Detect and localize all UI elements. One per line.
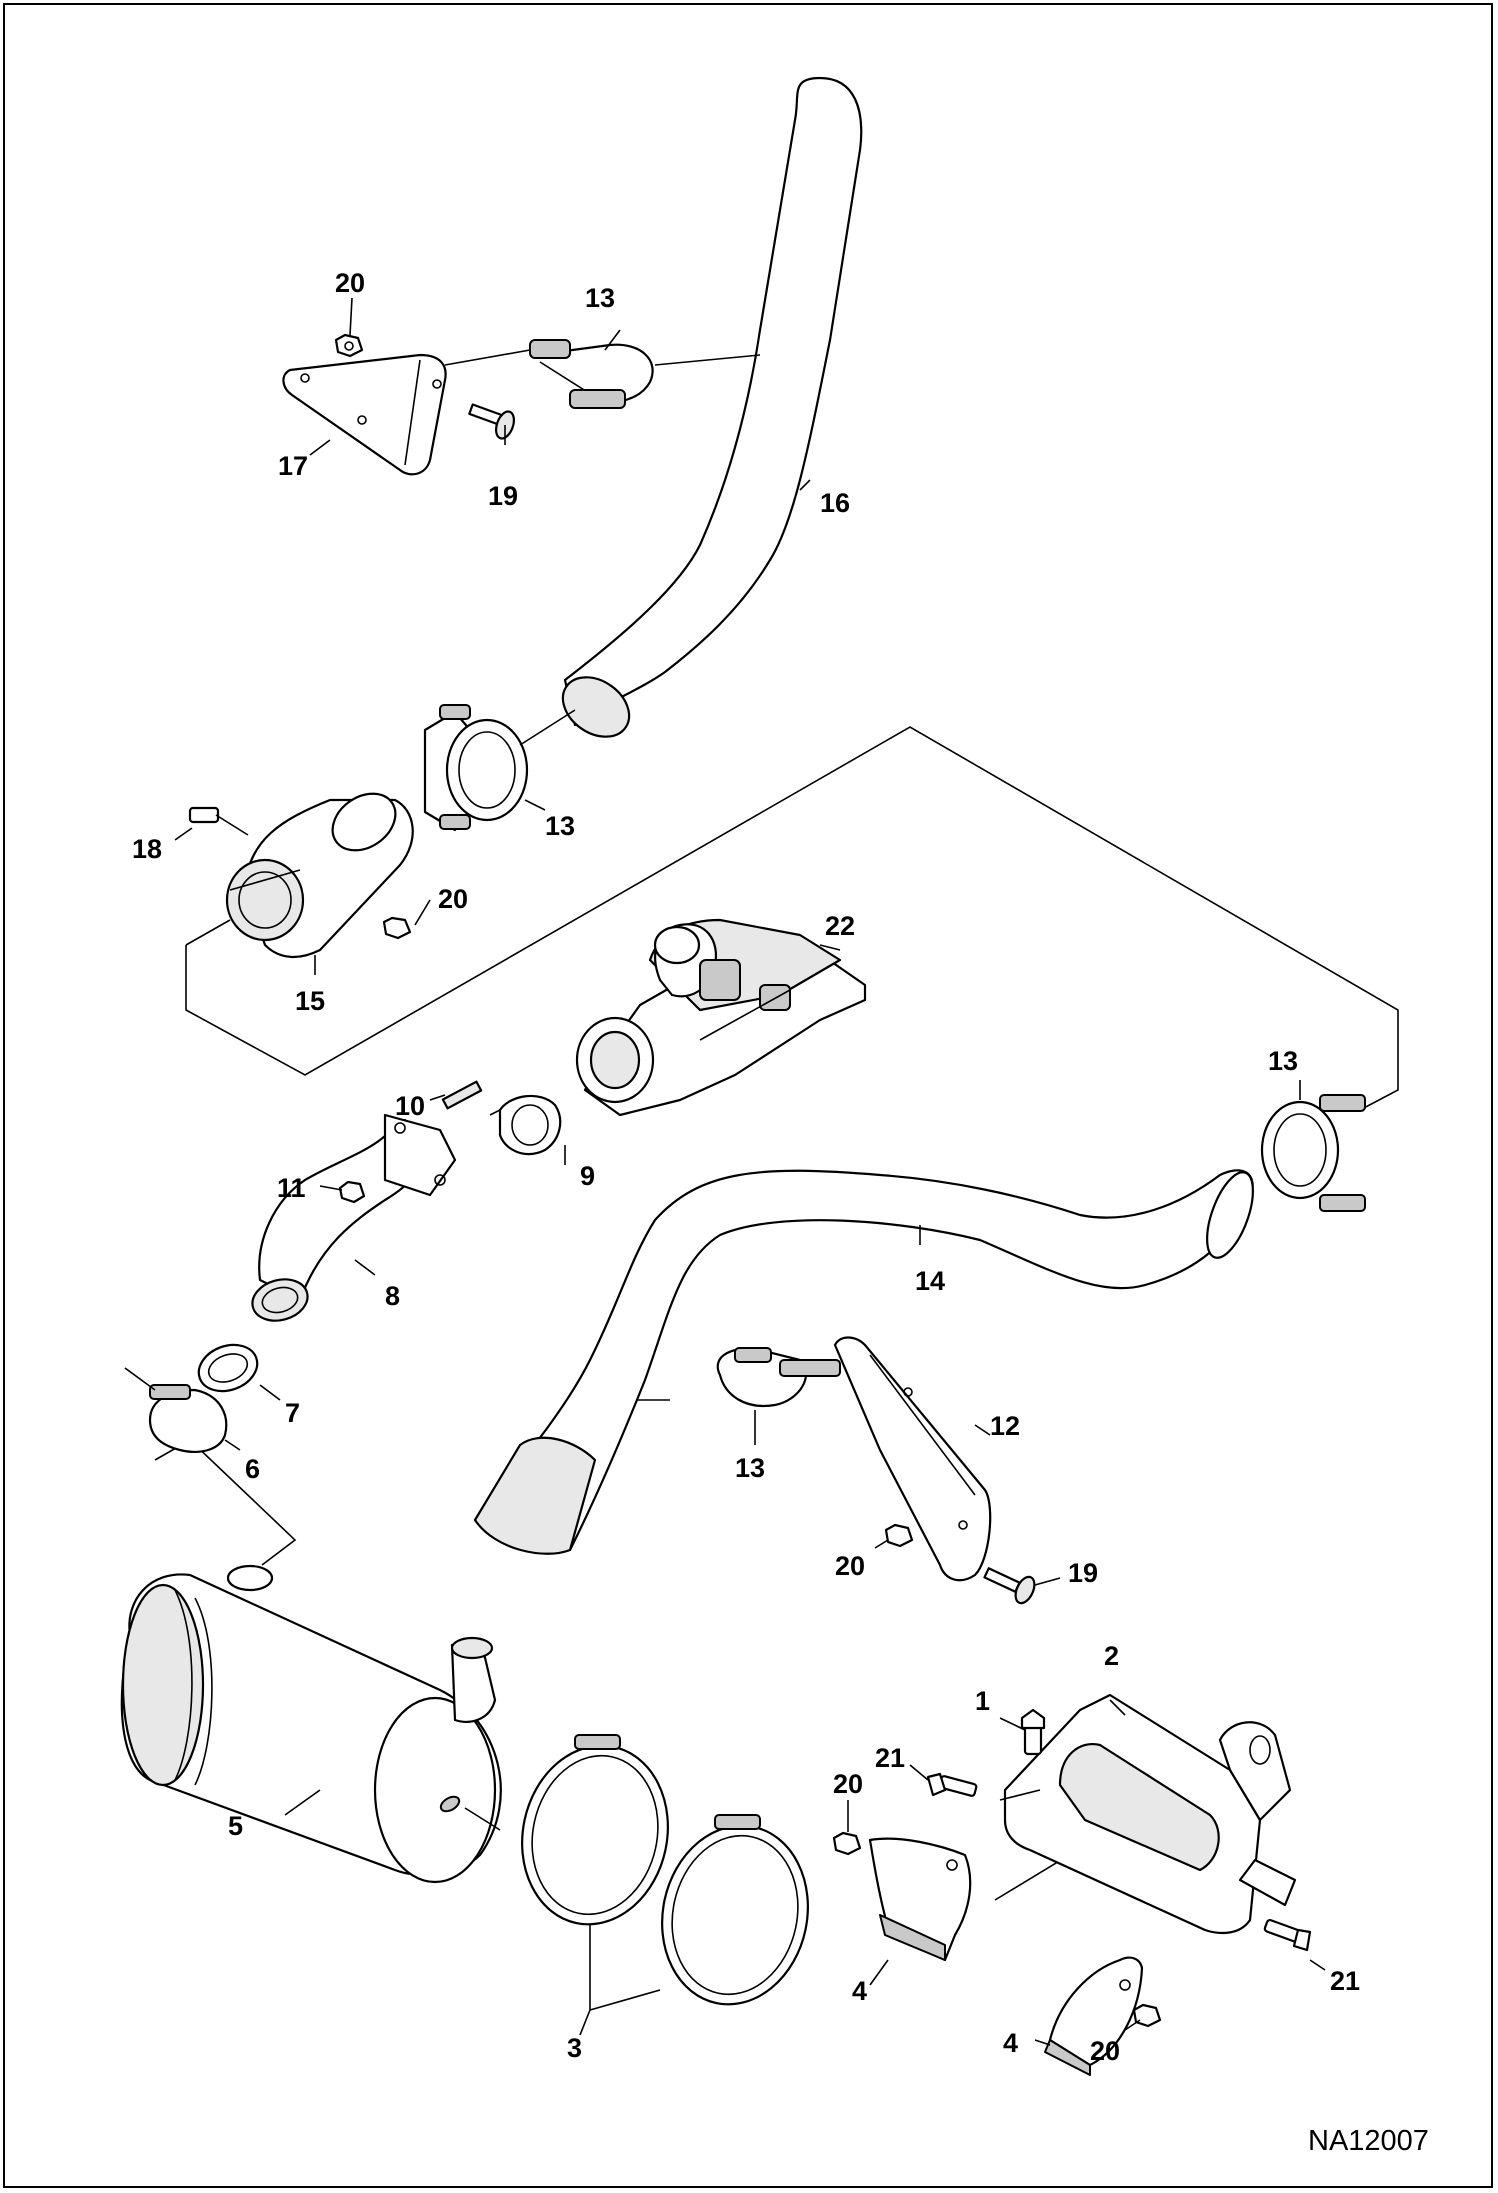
stack-pipe-16 [561, 76, 863, 738]
bolt-1 [1020, 1708, 1046, 1756]
callout-20a: 20 [335, 268, 365, 298]
callout-3: 3 [567, 2033, 582, 2063]
callout-17: 17 [278, 451, 308, 481]
stud-10 [441, 1080, 483, 1110]
u-clamp-13-lower [716, 1347, 841, 1408]
callout-8: 8 [385, 1281, 400, 1311]
muffler-group-outline [154, 1439, 297, 1566]
callout-19b: 19 [1068, 1558, 1098, 1588]
bolt-21-right [1263, 1918, 1312, 1952]
nut-20-upper [334, 333, 364, 358]
assembly-group-outline-left [185, 919, 231, 946]
heat-shield-4-lower [1044, 1956, 1144, 2076]
callout-22: 22 [825, 911, 855, 941]
callout-12: 12 [990, 1411, 1020, 1441]
u-clamp-13-upper [529, 339, 654, 409]
inlet-bend-pipe-8 [251, 1113, 457, 1322]
gasket-9 [498, 1094, 562, 1156]
callout-21b: 21 [1330, 1966, 1360, 1996]
callout-13a: 13 [585, 283, 615, 313]
assembly-group-outline [185, 726, 1399, 1111]
callout-6: 6 [245, 1454, 260, 1484]
callout-9: 9 [580, 1161, 595, 1191]
flange-clamp-13-right [1260, 1094, 1366, 1212]
bolt-21-left [926, 1772, 978, 1797]
turbocharger-22 [575, 918, 867, 1117]
callout-5: 5 [228, 1811, 243, 1841]
callout-13b: 13 [545, 811, 575, 841]
nut-20-elbow [382, 916, 412, 940]
callout-4a: 4 [852, 1976, 867, 2006]
bolt-19-lower [983, 1567, 1036, 1605]
callout-16: 16 [820, 488, 850, 518]
callout-2: 2 [1104, 1641, 1119, 1671]
nut-11 [338, 1180, 366, 1204]
band-clamp-3-rear [661, 1814, 809, 2006]
flange-clamp-13-mid [423, 704, 529, 832]
nut-20-bracket [884, 1523, 914, 1548]
callout-20b: 20 [438, 884, 468, 914]
nut-20-shield-lower [1132, 2003, 1162, 2028]
callout-20c: 20 [835, 1551, 865, 1581]
callout-21a: 21 [875, 1743, 905, 1773]
gasket-7 [197, 1343, 259, 1393]
nut-20-shield-upper [832, 1831, 862, 1856]
callout-11: 11 [277, 1173, 306, 1203]
callout-13c: 13 [1268, 1046, 1298, 1076]
callout-15: 15 [295, 986, 325, 1016]
callout-18: 18 [132, 834, 162, 864]
drawing-reference: NA12007 [1308, 2125, 1429, 2157]
callout-13d: 13 [735, 1453, 765, 1483]
band-clamp-3-front [521, 1734, 669, 1926]
callout-1: 1 [975, 1686, 990, 1716]
leader-lines [174, 297, 1326, 2046]
elbow-adapter-15 [225, 792, 414, 958]
muffler-5 [120, 1564, 502, 1884]
bracket-17 [282, 353, 447, 476]
heat-shield-4-upper [868, 1837, 972, 1962]
callout-20d: 20 [833, 1769, 863, 1799]
callout-4b: 4 [1003, 2028, 1018, 2058]
bolt-18 [188, 806, 249, 836]
bracket-12 [833, 1336, 992, 1582]
callout-20e: 20 [1090, 2036, 1120, 2066]
callout-7: 7 [285, 1398, 300, 1428]
band-clamp-6 [124, 1367, 228, 1453]
bolt-19-upper [468, 403, 516, 440]
callout-14: 14 [915, 1266, 945, 1296]
mount-bracket-2 [999, 1693, 1297, 1935]
callout-19a: 19 [488, 481, 518, 511]
callout-10: 10 [395, 1091, 425, 1121]
connecting-pipe-14 [473, 1169, 1254, 1555]
